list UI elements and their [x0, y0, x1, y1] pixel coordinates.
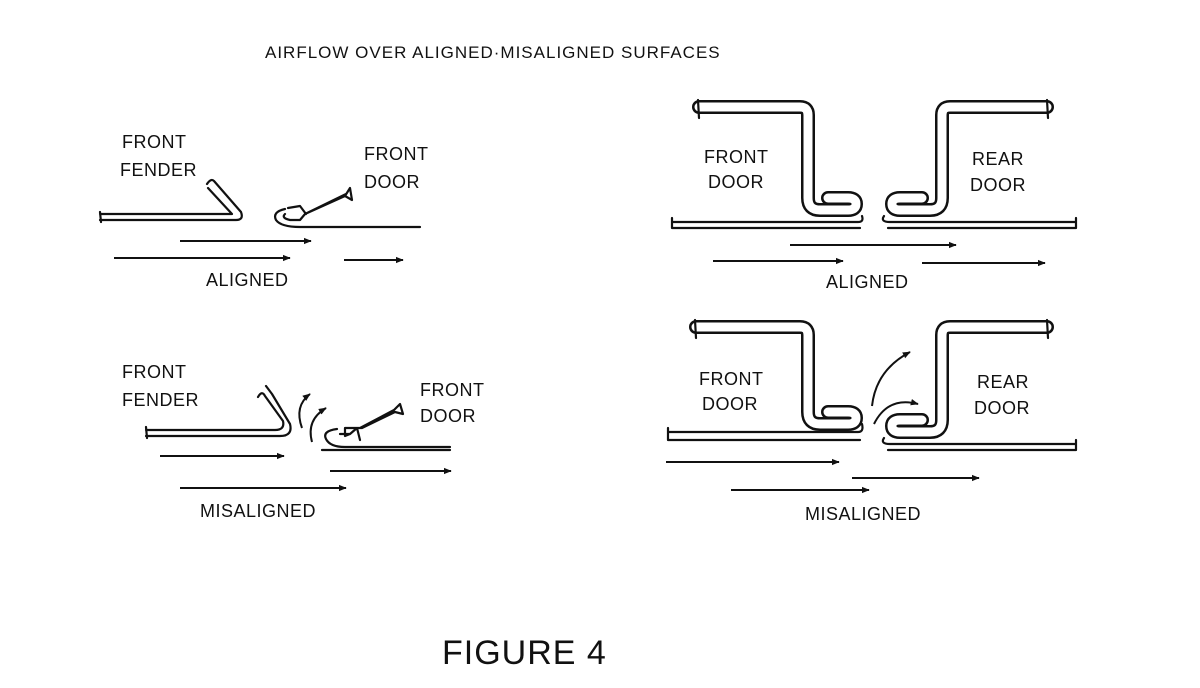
front-door-label-line2: DOOR: [420, 406, 476, 426]
rear-door-skin-shape: [881, 436, 1078, 452]
door-panel-shape: [320, 402, 452, 452]
aligned-caption: ALIGNED: [206, 270, 289, 290]
diagram-title: AIRFLOW OVER ALIGNED·MISALIGNED SURFACES: [265, 43, 721, 62]
turbulence-arrow: [309, 407, 327, 443]
misaligned-caption: MISALIGNED: [805, 504, 921, 524]
turbulence-arrow: [873, 399, 919, 425]
rear-door-label-line1: REAR: [972, 149, 1024, 169]
front-door-label-line2: DOOR: [702, 394, 758, 414]
front-door-label: FRONT DOOR: [364, 144, 434, 192]
rear-door-label: REAR DOOR: [974, 372, 1035, 418]
panel-break-mark: [696, 98, 701, 120]
front-door-label: FRONT DOOR: [420, 380, 490, 426]
front-fender-label-line2: FENDER: [122, 390, 199, 410]
rear-door-label-line2: DOOR: [970, 175, 1026, 195]
front-door-label-line1: FRONT: [364, 144, 428, 164]
panel-doors-misaligned: FRONT DOOR REAR DOOR MISALIGNED: [666, 318, 1078, 524]
figure-label: FIGURE 4: [442, 634, 607, 672]
panel-break-mark: [1045, 98, 1050, 120]
panel-fender-aligned: FRONT FENDER FRONT DOOR ALIGNED: [98, 132, 434, 290]
rear-door-label-line1: REAR: [977, 372, 1029, 392]
front-door-skin-shape: [666, 422, 864, 442]
panel-break-mark: [693, 318, 698, 340]
front-door-label-line1: FRONT: [420, 380, 484, 400]
panel-doors-aligned: FRONT DOOR REAR DOOR ALIGNED: [670, 98, 1078, 292]
panel-break-mark: [1045, 318, 1050, 340]
front-fender-label-line2: FENDER: [120, 160, 197, 180]
front-door-label-line1: FRONT: [699, 369, 763, 389]
turbulence-arrow: [871, 351, 911, 407]
fender-panel-shape: [98, 178, 243, 224]
front-door-skin-shape: [670, 214, 864, 230]
rear-door-skin-shape: [881, 214, 1078, 230]
turbulence-arrow: [298, 393, 311, 429]
rear-door-label-line2: DOOR: [974, 398, 1030, 418]
fender-panel-shape: [144, 384, 292, 440]
front-door-label-line2: DOOR: [708, 172, 764, 192]
aligned-caption: ALIGNED: [826, 272, 909, 292]
front-door-label: FRONT DOOR: [704, 147, 774, 192]
front-fender-label-line1: FRONT: [122, 362, 186, 382]
front-fender-label-line1: FRONT: [122, 132, 186, 152]
front-door-label-line2: DOOR: [364, 172, 420, 192]
front-door-label: FRONT DOOR: [699, 369, 769, 414]
front-door-label-line1: FRONT: [704, 147, 768, 167]
panel-fender-misaligned: FRONT FENDER FRONT DOOR MISALIGNED: [122, 362, 490, 521]
rear-door-label: REAR DOOR: [970, 149, 1030, 195]
misaligned-caption: MISALIGNED: [200, 501, 316, 521]
front-fender-label: FRONT FENDER: [120, 132, 197, 180]
front-fender-label: FRONT FENDER: [122, 362, 199, 410]
door-panel-shape: [273, 186, 422, 229]
